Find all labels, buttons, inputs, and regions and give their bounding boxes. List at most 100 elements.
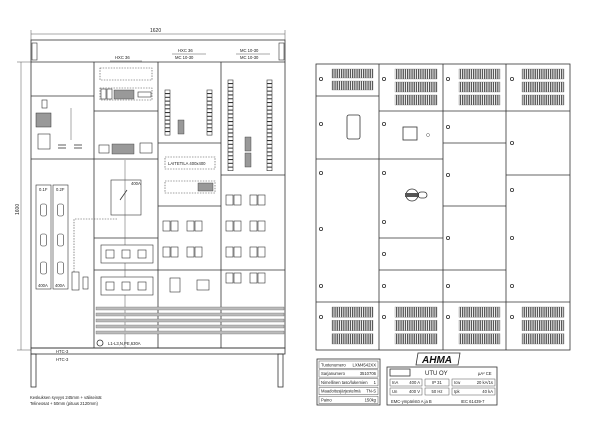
terminal-block	[206, 116, 213, 121]
terminal-block	[266, 98, 273, 103]
circuit-breaker-icon	[170, 246, 179, 258]
type-table-label: Tuotenumero	[321, 362, 346, 367]
terminal-block	[266, 91, 273, 96]
terminal-block	[164, 123, 171, 128]
ventilation-grille	[394, 94, 438, 106]
rating-value: 400 V	[409, 389, 420, 394]
busbar-system	[95, 306, 285, 335]
fuse-rating-1: 400A	[38, 283, 48, 288]
ventilation-grille	[394, 320, 438, 331]
terminal-block	[227, 121, 234, 126]
terminal-block	[227, 140, 234, 145]
col3-header-top: HXC 36	[178, 48, 193, 53]
ventilation-grille	[521, 81, 565, 93]
plinth-label-1: HTC-3	[56, 349, 69, 354]
circuit-breaker-icon	[186, 246, 195, 258]
ventilation-grille	[331, 333, 374, 345]
type-table-row	[318, 395, 379, 404]
door-lock-icon	[381, 314, 386, 319]
door-lock-icon	[318, 77, 323, 82]
type-table-label: Nimellinen taso/lukemien	[321, 380, 368, 385]
manufacturer: UTU OY	[425, 371, 448, 377]
ahma-logo: AHMA	[421, 355, 452, 366]
terminal-block	[227, 110, 234, 115]
busbar	[95, 324, 285, 329]
fuse-icon	[57, 203, 64, 217]
height-dimension-label: 1600	[15, 204, 21, 215]
terminal-block	[227, 94, 234, 99]
device-space-label: LAITETILA 400x400	[168, 161, 206, 166]
col2-header: HXC 36	[115, 55, 130, 60]
circuit-breaker-icon	[225, 220, 234, 232]
type-table-row	[318, 360, 379, 369]
door-lock-icon	[445, 125, 450, 130]
ventilation-grille	[458, 306, 501, 318]
width-dimension-label: 1620	[150, 28, 161, 34]
terminal-block	[266, 110, 273, 115]
terminal-block	[227, 83, 234, 88]
ventilation-grille	[521, 333, 565, 345]
fuse-icon	[40, 203, 47, 217]
door-lock-icon	[445, 283, 450, 288]
ventilation-grille	[521, 68, 565, 80]
circuit-breaker-icon	[233, 272, 242, 284]
terminal-block	[266, 140, 273, 145]
rating-value: Icw	[454, 380, 461, 385]
terminal-block	[206, 93, 213, 98]
circuit-breaker-icon	[225, 246, 234, 258]
circuit-breaker-icon	[257, 194, 266, 206]
breaker-icon	[105, 249, 115, 259]
terminal-block	[206, 101, 213, 106]
terminal-block	[206, 97, 213, 102]
terminal-block	[227, 132, 234, 137]
terminal-block	[266, 102, 273, 107]
note-depth: Keskuksen syvyys 245mm + väliseinät	[30, 395, 102, 400]
terminal-block	[227, 102, 234, 107]
terminal-block	[227, 117, 234, 122]
door-lock-icon	[381, 122, 386, 127]
ventilation-grille	[458, 81, 501, 93]
rating-value: 20 kA/1s	[477, 380, 493, 385]
terminal-block	[227, 87, 234, 92]
circuit-breaker-icon	[162, 220, 171, 232]
terminal-block	[164, 131, 171, 136]
terminal-block	[266, 79, 273, 84]
terminal-block	[266, 106, 273, 111]
busbar	[95, 312, 285, 317]
door-lock-icon	[509, 77, 514, 82]
fuse-switches: 0.1F 0.2F 400A 400A	[35, 184, 118, 291]
door-lock-icon	[445, 235, 450, 240]
ventilation-grille	[394, 81, 438, 93]
rating-value: Ipk	[454, 389, 460, 394]
rating-cell	[451, 387, 496, 396]
ventilation-grille	[521, 306, 565, 318]
terminal-block	[227, 151, 234, 156]
ventilation-grille	[331, 80, 374, 91]
rating-cell	[424, 378, 450, 387]
door-lock-icon	[381, 170, 386, 175]
terminal-block	[227, 113, 234, 118]
rating-value: InA	[392, 380, 398, 385]
rating-cell	[389, 378, 423, 387]
type-table-row	[318, 369, 379, 378]
ventilation-grille	[331, 320, 374, 331]
ventilation-grille	[394, 306, 438, 318]
foot-right	[277, 353, 284, 388]
type-table-value: 3510706	[360, 371, 377, 376]
type-table-value: 150kg	[365, 398, 377, 403]
busbar	[95, 318, 285, 323]
certification-marks: µA² CE	[478, 371, 492, 376]
door-lock-icon	[381, 219, 386, 224]
type-table-value: TN-S	[366, 389, 376, 394]
terminal-block	[164, 116, 171, 121]
terminal-block	[206, 131, 213, 136]
terminal-block	[206, 104, 213, 109]
rating-value: Un	[392, 389, 398, 394]
rating-value: IP 31	[432, 380, 442, 385]
busbar	[95, 306, 285, 311]
circuit-breaker-icon	[233, 220, 242, 232]
terminal-block	[266, 159, 273, 164]
fuse-icon	[40, 261, 47, 275]
